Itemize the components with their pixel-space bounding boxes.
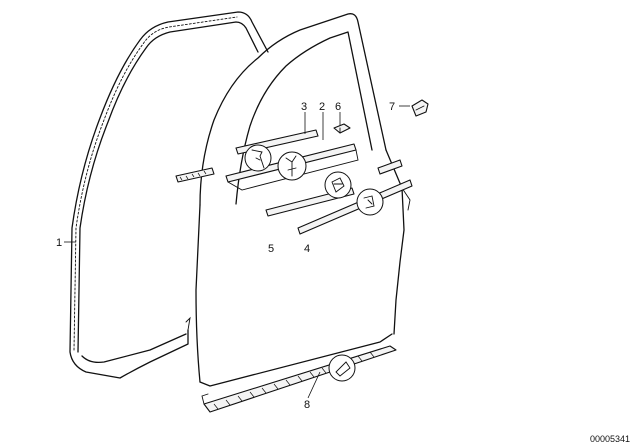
door-seal-frame xyxy=(69,11,269,379)
label-part-6: 6 xyxy=(335,101,341,113)
detail-circle-d xyxy=(356,188,384,216)
label-part-1: 1 xyxy=(56,237,62,249)
detail-circle-c xyxy=(324,171,352,199)
image-code: 00005341 xyxy=(590,434,630,444)
clip-part-7 xyxy=(411,99,429,117)
label-part-4: 4 xyxy=(304,243,310,255)
leader-lines xyxy=(64,105,410,399)
door-bottom-moulding xyxy=(201,345,397,413)
clip-part-6 xyxy=(333,123,351,134)
detail-circle-b xyxy=(277,151,307,181)
label-part-8: 8 xyxy=(304,399,310,411)
door-shell xyxy=(195,13,411,387)
detail-circle-a xyxy=(244,144,272,172)
label-part-2: 2 xyxy=(319,101,325,113)
label-part-3: 3 xyxy=(301,101,307,113)
label-part-7: 7 xyxy=(389,101,395,113)
label-part-5: 5 xyxy=(268,243,274,255)
